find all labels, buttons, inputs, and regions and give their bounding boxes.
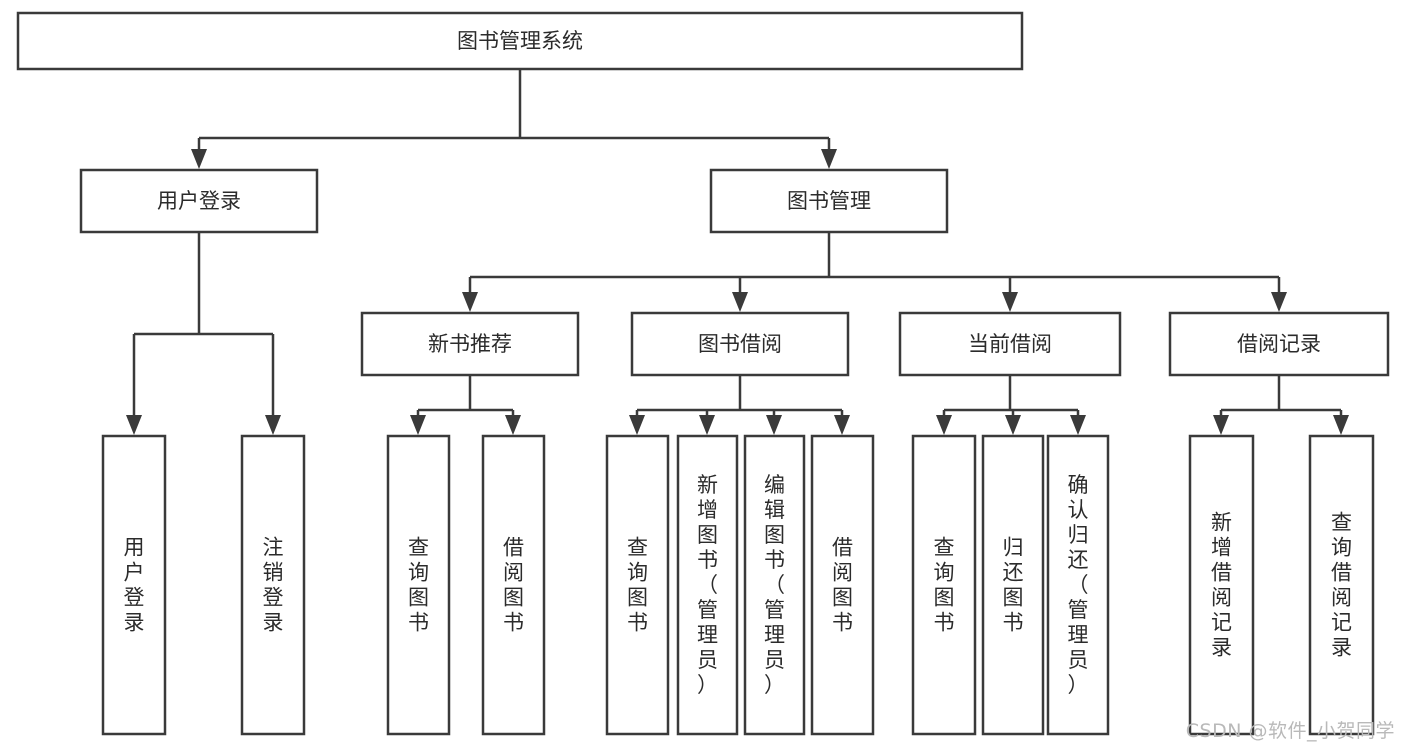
arrow-head-icon — [834, 415, 850, 435]
arrow-head-icon — [629, 415, 645, 435]
arrow-head-icon — [732, 292, 748, 312]
node-leaf-query-book-3[interactable]: 查询图书 — [911, 434, 977, 736]
node-rectangle[interactable] — [709, 168, 949, 234]
node-label: 查询图书 — [408, 536, 429, 635]
node-rectangle[interactable] — [743, 434, 806, 736]
node-label: 图书借阅 — [698, 332, 782, 356]
arrow-head-icon — [766, 415, 782, 435]
arrow-head-icon — [505, 415, 521, 435]
node-rectangle[interactable] — [810, 434, 875, 736]
arrow-head-icon — [1005, 415, 1021, 435]
node-leaf-return-book[interactable]: 归还图书 — [981, 434, 1045, 736]
arrow-head-icon — [126, 415, 142, 435]
node-current-borrow[interactable]: 当前借阅 — [898, 311, 1122, 377]
node-label: 当前借阅 — [968, 332, 1052, 356]
node-rectangle[interactable] — [911, 434, 977, 736]
arrow-head-icon — [1002, 292, 1018, 312]
node-user-login[interactable]: 用户登录 — [79, 168, 319, 234]
watermark-text: CSDN @软件_小贺同学 — [1185, 720, 1395, 742]
node-rectangle[interactable] — [101, 434, 167, 736]
arrow-head-icon — [462, 292, 478, 312]
node-rectangle[interactable] — [1046, 434, 1110, 736]
node-rectangle[interactable] — [1308, 434, 1375, 736]
node-label: 新增借阅记录 — [1211, 511, 1232, 660]
node-leaf-query-book-2[interactable]: 查询图书 — [605, 434, 670, 736]
node-rectangle[interactable] — [360, 311, 580, 377]
arrow-head-icon — [265, 415, 281, 435]
node-label: 借阅记录 — [1237, 332, 1321, 356]
node-leaf-query-book-1[interactable]: 查询图书 — [386, 434, 451, 736]
node-rectangle[interactable] — [79, 168, 319, 234]
node-rectangle[interactable] — [898, 311, 1122, 377]
connector-layer — [126, 69, 1349, 435]
node-new-book-recommend[interactable]: 新书推荐 — [360, 311, 580, 377]
node-layer: 图书管理系统用户登录图书管理新书推荐图书借阅当前借阅借阅记录用户登录注销登录查询… — [16, 11, 1390, 736]
node-rectangle[interactable] — [1168, 311, 1390, 377]
arrow-head-icon — [1333, 415, 1349, 435]
arrow-head-icon — [936, 415, 952, 435]
node-leaf-borrow-book-2[interactable]: 借阅图书 — [810, 434, 875, 736]
node-label: 用户登录 — [124, 536, 145, 635]
node-leaf-borrow-book-1[interactable]: 借阅图书 — [481, 434, 546, 736]
node-rectangle[interactable] — [386, 434, 451, 736]
node-borrow-record[interactable]: 借阅记录 — [1168, 311, 1390, 377]
node-rectangle[interactable] — [16, 11, 1024, 71]
node-label: 新增图书（管理员） — [697, 473, 718, 697]
node-rectangle[interactable] — [981, 434, 1045, 736]
node-label: 编辑图书（管理员） — [764, 473, 785, 697]
arrow-head-icon — [699, 415, 715, 435]
node-leaf-edit-book[interactable]: 编辑图书（管理员） — [743, 434, 806, 736]
arrow-head-icon — [821, 149, 837, 169]
node-label: 新书推荐 — [428, 332, 512, 356]
node-label: 注销登录 — [263, 536, 284, 635]
node-rectangle[interactable] — [240, 434, 306, 736]
arrow-head-icon — [1213, 415, 1229, 435]
node-label: 借阅图书 — [832, 536, 853, 635]
node-leaf-add-record[interactable]: 新增借阅记录 — [1188, 434, 1255, 736]
node-label: 图书管理系统 — [457, 29, 583, 53]
node-label: 查询借阅记录 — [1331, 511, 1352, 660]
node-label: 确认归还（管理员） — [1068, 473, 1089, 697]
node-rectangle[interactable] — [605, 434, 670, 736]
node-leaf-confirm-return[interactable]: 确认归还（管理员） — [1046, 434, 1110, 736]
node-label: 查询图书 — [627, 536, 648, 635]
node-rectangle[interactable] — [481, 434, 546, 736]
node-book-borrow[interactable]: 图书借阅 — [630, 311, 850, 377]
node-leaf-user-logout[interactable]: 注销登录 — [240, 434, 306, 736]
node-label: 借阅图书 — [503, 536, 524, 635]
arrow-head-icon — [1070, 415, 1086, 435]
arrow-head-icon — [1271, 292, 1287, 312]
arrow-head-icon — [410, 415, 426, 435]
node-rectangle[interactable] — [1188, 434, 1255, 736]
node-label: 归还图书 — [1003, 536, 1024, 635]
node-rectangle[interactable] — [630, 311, 850, 377]
node-label: 用户登录 — [157, 189, 241, 213]
node-book-manage[interactable]: 图书管理 — [709, 168, 949, 234]
node-leaf-user-login[interactable]: 用户登录 — [101, 434, 167, 736]
node-label: 图书管理 — [787, 189, 871, 213]
arrow-head-icon — [191, 149, 207, 169]
node-label: 查询图书 — [934, 536, 955, 635]
node-leaf-query-record[interactable]: 查询借阅记录 — [1308, 434, 1375, 736]
node-root-图书管理系统[interactable]: 图书管理系统 — [16, 11, 1024, 71]
node-leaf-add-book[interactable]: 新增图书（管理员） — [676, 434, 739, 736]
node-rectangle[interactable] — [676, 434, 739, 736]
